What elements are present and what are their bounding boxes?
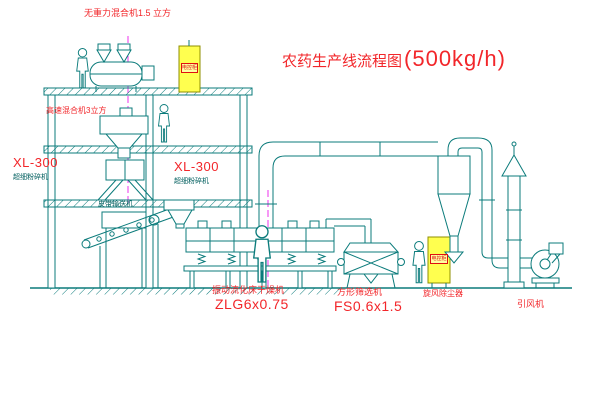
sieve-model-label: FS0.6x1.5 bbox=[334, 298, 403, 314]
cyclone-separator bbox=[437, 155, 471, 264]
high-speed-mixer-label: 高速混合机3立方 bbox=[46, 106, 107, 115]
top-mixer-label: 无重力混合机1.5 立方 bbox=[84, 8, 172, 18]
diagram-title: 农药生产线流程图 (500kg/h) bbox=[282, 46, 506, 72]
outlet-pipe bbox=[447, 137, 532, 269]
sieve-name-label: 方形筛选机 bbox=[337, 287, 383, 297]
cabinet-right-label: 电控柜 bbox=[430, 254, 448, 264]
ground-line bbox=[30, 287, 572, 295]
title-capacity: (500kg/h) bbox=[404, 46, 506, 71]
exhaust-stack bbox=[501, 141, 527, 289]
dryer-model-label: ZLG6x0.75 bbox=[215, 296, 289, 312]
worker-figure bbox=[412, 241, 426, 284]
exhaust-duct bbox=[255, 141, 438, 228]
dryer-name-label: 振动流化床干燥机 bbox=[212, 285, 285, 295]
discharge-chute bbox=[325, 218, 372, 243]
title-text: 农药生产线流程图 bbox=[282, 53, 403, 70]
gravity-mixer bbox=[89, 43, 155, 92]
pulverizer-mid bbox=[97, 159, 154, 201]
xl300-mid-sublabel: 超细粉碎机 bbox=[174, 178, 209, 185]
worker-figure bbox=[158, 104, 170, 143]
belt-conveyor-machine bbox=[81, 207, 179, 288]
dryer-feed-hopper bbox=[163, 199, 195, 229]
xl300-left-label: XL-300 bbox=[13, 155, 58, 170]
cabinet-top-label: 电控柜 bbox=[181, 63, 198, 73]
fan-label: 引风机 bbox=[517, 299, 545, 309]
high-speed-mixer bbox=[99, 107, 149, 159]
dust-collector-label: 旋风除尘器 bbox=[423, 289, 463, 298]
square-sieve bbox=[337, 242, 405, 289]
worker-figure bbox=[76, 48, 89, 89]
induced-draft-fan bbox=[530, 242, 564, 288]
xl300-mid-label: XL-300 bbox=[174, 159, 219, 174]
building-structure bbox=[43, 87, 253, 289]
belt-conveyor-label: 皮带输送机 bbox=[98, 201, 133, 208]
xl300-left-sublabel: 超细粉碎机 bbox=[13, 174, 48, 181]
